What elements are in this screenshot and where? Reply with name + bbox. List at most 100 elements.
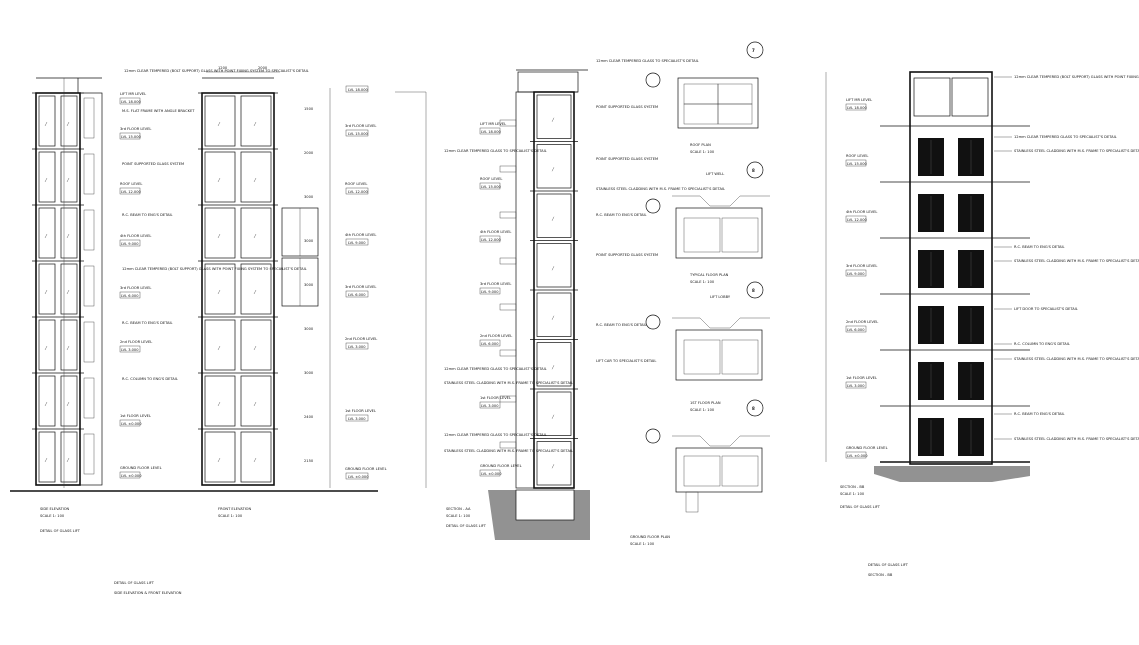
bb-level-box bbox=[845, 215, 867, 223]
bb-level-box bbox=[845, 269, 867, 277]
mid-glass-mark bbox=[551, 117, 555, 122]
front-glass-pane bbox=[240, 263, 272, 315]
front-glass-pane bbox=[204, 207, 236, 259]
mid-level-box bbox=[479, 182, 501, 190]
callout-grid-b bbox=[645, 198, 661, 214]
bb-note: R.C. BEAM TO ENG'S DETAIL bbox=[1014, 412, 1065, 416]
left-level-value: LVL 3.000 bbox=[121, 348, 139, 352]
mid-level-value: LVL 9.000 bbox=[481, 290, 499, 294]
level-label-r6: 1st FLOOR LEVEL bbox=[345, 409, 376, 413]
level-value-r1: LVL 15.000 bbox=[348, 132, 368, 136]
dim-top-2: 2000 bbox=[258, 66, 268, 70]
mid-note-car: LIFT CAR TO SPECIALIST'S DETAIL bbox=[596, 359, 656, 363]
side-glass-pane bbox=[38, 319, 56, 371]
first-floor-plan bbox=[675, 329, 763, 381]
side-glass-mark bbox=[44, 457, 48, 463]
side-glass-mark bbox=[44, 233, 48, 239]
side-cladding-panel bbox=[83, 153, 95, 195]
side-cladding-panel bbox=[83, 265, 95, 307]
mid-glass-pane bbox=[536, 391, 572, 436]
note-ms-frame: M.S. FLAT FRAME WITH ANGLE BRACKET bbox=[122, 109, 195, 113]
left-level-label: 4th FLOOR LEVEL bbox=[120, 234, 151, 238]
left-level-value: LVL 9.000 bbox=[121, 242, 139, 246]
level-label-r4: 3rd FLOOR LEVEL bbox=[345, 285, 376, 289]
mid-note-top: 12mm CLEAR TEMPERED GLASS TO SPECIALIST'… bbox=[596, 59, 699, 63]
front-glass-pane bbox=[240, 375, 272, 427]
level-value-r7: LVL ±0.000 bbox=[348, 475, 369, 479]
scale-front-elevation: SCALE 1: 100 bbox=[218, 514, 243, 518]
left-level-label: 1st FLOOR LEVEL bbox=[120, 414, 151, 418]
section-bb-tower bbox=[880, 71, 1030, 465]
mid-note-glass: 12mm CLEAR TEMPERED GLASS TO SPECIALIST'… bbox=[444, 149, 547, 153]
mid-note-glass3: 12mm CLEAR TEMPERED GLASS TO SPECIALIST'… bbox=[444, 433, 547, 437]
typical-plan-scale: SCALE 1: 100 bbox=[690, 280, 715, 284]
side-cladding-panel bbox=[83, 209, 95, 251]
side-dim-text: 3000 bbox=[304, 195, 314, 199]
left-level-label: 3rd FLOOR LEVEL bbox=[120, 286, 151, 290]
bb-level-label: 2nd FLOOR LEVEL bbox=[846, 320, 878, 324]
first-plan-title: 1ST FLOOR PLAN bbox=[690, 401, 721, 405]
footer-bb-2: SECTION - BB bbox=[868, 573, 893, 577]
bb-note: R.C. COLUMN TO ENG'S DETAIL bbox=[1014, 342, 1070, 346]
side-elevation-tower bbox=[32, 77, 103, 486]
front-glass-mark bbox=[253, 345, 257, 351]
left-level-value: LVL 6.000 bbox=[121, 294, 139, 298]
first-plan-scale: SCALE 1: 100 bbox=[690, 408, 715, 412]
side-cladding-panel bbox=[83, 97, 95, 139]
front-glass-mark bbox=[217, 177, 221, 183]
side-glass-mark bbox=[66, 457, 70, 463]
side-dim-text: 3000 bbox=[304, 327, 314, 331]
typical-floor-plan bbox=[675, 207, 763, 259]
mid-note-ss3: STAINLESS STEEL CLADDING WITH M.S. FRAME… bbox=[444, 449, 573, 453]
mid-slab-edge bbox=[499, 349, 517, 357]
bb-level-value: LVL 6.000 bbox=[847, 328, 865, 332]
side-glass-mark bbox=[44, 345, 48, 351]
mid-level-box bbox=[479, 401, 501, 409]
bb-level-value: LVL 15.000 bbox=[847, 162, 867, 166]
dim-top-1: 1200 bbox=[218, 66, 228, 70]
bb-level-label: 3rd FLOOR LEVEL bbox=[846, 264, 877, 268]
mid-slab-edge bbox=[499, 395, 517, 403]
callout-8c-text: 8 bbox=[752, 406, 755, 411]
side-glass-pane bbox=[38, 431, 56, 483]
front-glass-pane bbox=[204, 263, 236, 315]
mid-glass-pane bbox=[536, 441, 572, 486]
bb-level-box bbox=[845, 103, 867, 111]
bb-note: STAINLESS STEEL CLADDING WITH M.S. FRAME… bbox=[1014, 149, 1139, 153]
front-glass-mark bbox=[253, 457, 257, 463]
section-aa-tower bbox=[499, 69, 588, 489]
ground-hatch-bb bbox=[874, 466, 1030, 482]
callout-7 bbox=[746, 41, 764, 59]
side-glass-pane bbox=[60, 263, 78, 315]
mid-level-box bbox=[479, 469, 501, 477]
mid-mr-room bbox=[517, 71, 579, 93]
bb-level-value: LVL 18.000 bbox=[847, 106, 867, 110]
side-glass-mark bbox=[66, 121, 70, 127]
front-glass-pane bbox=[204, 95, 236, 147]
side-cladding-panel bbox=[83, 321, 95, 363]
callout-8b bbox=[746, 281, 764, 299]
side-cladding bbox=[79, 92, 103, 486]
front-glass-mark bbox=[217, 233, 221, 239]
side-glass-mark bbox=[66, 177, 70, 183]
subtitle-side: DETAIL OF GLASS LIFT bbox=[40, 529, 81, 533]
mid-slab-edge bbox=[499, 303, 517, 311]
left-level-value: LVL ±0.000 bbox=[121, 474, 142, 478]
lift-well-label: LIFT WELL bbox=[706, 172, 724, 176]
bb-level-label: 4th FLOOR LEVEL bbox=[846, 210, 877, 214]
typical-plan-title: TYPICAL FLOOR PLAN bbox=[689, 273, 729, 277]
front-glass-mark bbox=[217, 401, 221, 407]
front-glass-mark bbox=[217, 289, 221, 295]
bb-note: STAINLESS STEEL CLADDING WITH M.S. FRAME… bbox=[1014, 357, 1139, 361]
side-glass-mark bbox=[66, 233, 70, 239]
mid-glass-pane bbox=[536, 342, 572, 387]
level-label-r1: 3rd FLOOR LEVEL bbox=[345, 124, 376, 128]
mid-slab-edge bbox=[499, 441, 517, 449]
front-glass-mark bbox=[253, 289, 257, 295]
panel-side-front-elevation: 1200 2000 12mm CLEAR TEMPERED (BOLT SUPP… bbox=[10, 66, 387, 595]
side-glass-pane bbox=[60, 375, 78, 427]
ground-plan-title: GROUND FLOOR PLAN bbox=[630, 535, 670, 539]
front-glass-pane bbox=[204, 431, 236, 483]
level-value-r3: LVL 9.000 bbox=[348, 241, 366, 245]
